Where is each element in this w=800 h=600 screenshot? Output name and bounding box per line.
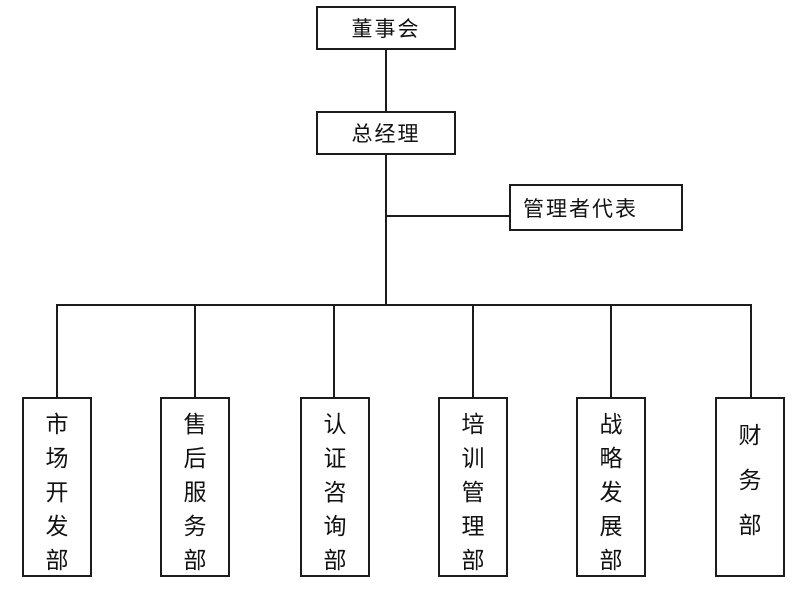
node-dept-certification-consulting: 认证咨询部: [300, 397, 370, 577]
node-dept-training-management: 培训管理部: [438, 397, 508, 577]
connector-drop-dept-1: [56, 306, 58, 397]
connector-drop-dept-3: [333, 306, 335, 397]
node-board-of-directors: 董事会: [316, 6, 456, 50]
node-management-representative: 管理者代表: [509, 184, 683, 231]
node-dept-strategic-development: 战略发展部: [576, 397, 646, 577]
connector-gm-to-rep: [386, 215, 509, 217]
node-dept-market-development: 市场开发部: [22, 397, 92, 577]
connector-drop-dept-5: [610, 306, 612, 397]
connector-board-to-gm: [385, 50, 387, 111]
connector-drop-dept-6: [750, 306, 752, 397]
connector-drop-dept-2: [194, 306, 196, 397]
node-dept-after-sales-service: 售后服务部: [160, 397, 230, 577]
connector-drop-dept-4: [472, 306, 474, 397]
connector-gm-to-rail: [385, 155, 387, 305]
node-general-manager: 总经理: [316, 111, 456, 155]
node-dept-finance: 财务部: [715, 397, 785, 577]
connector-horizontal-rail: [56, 304, 752, 306]
